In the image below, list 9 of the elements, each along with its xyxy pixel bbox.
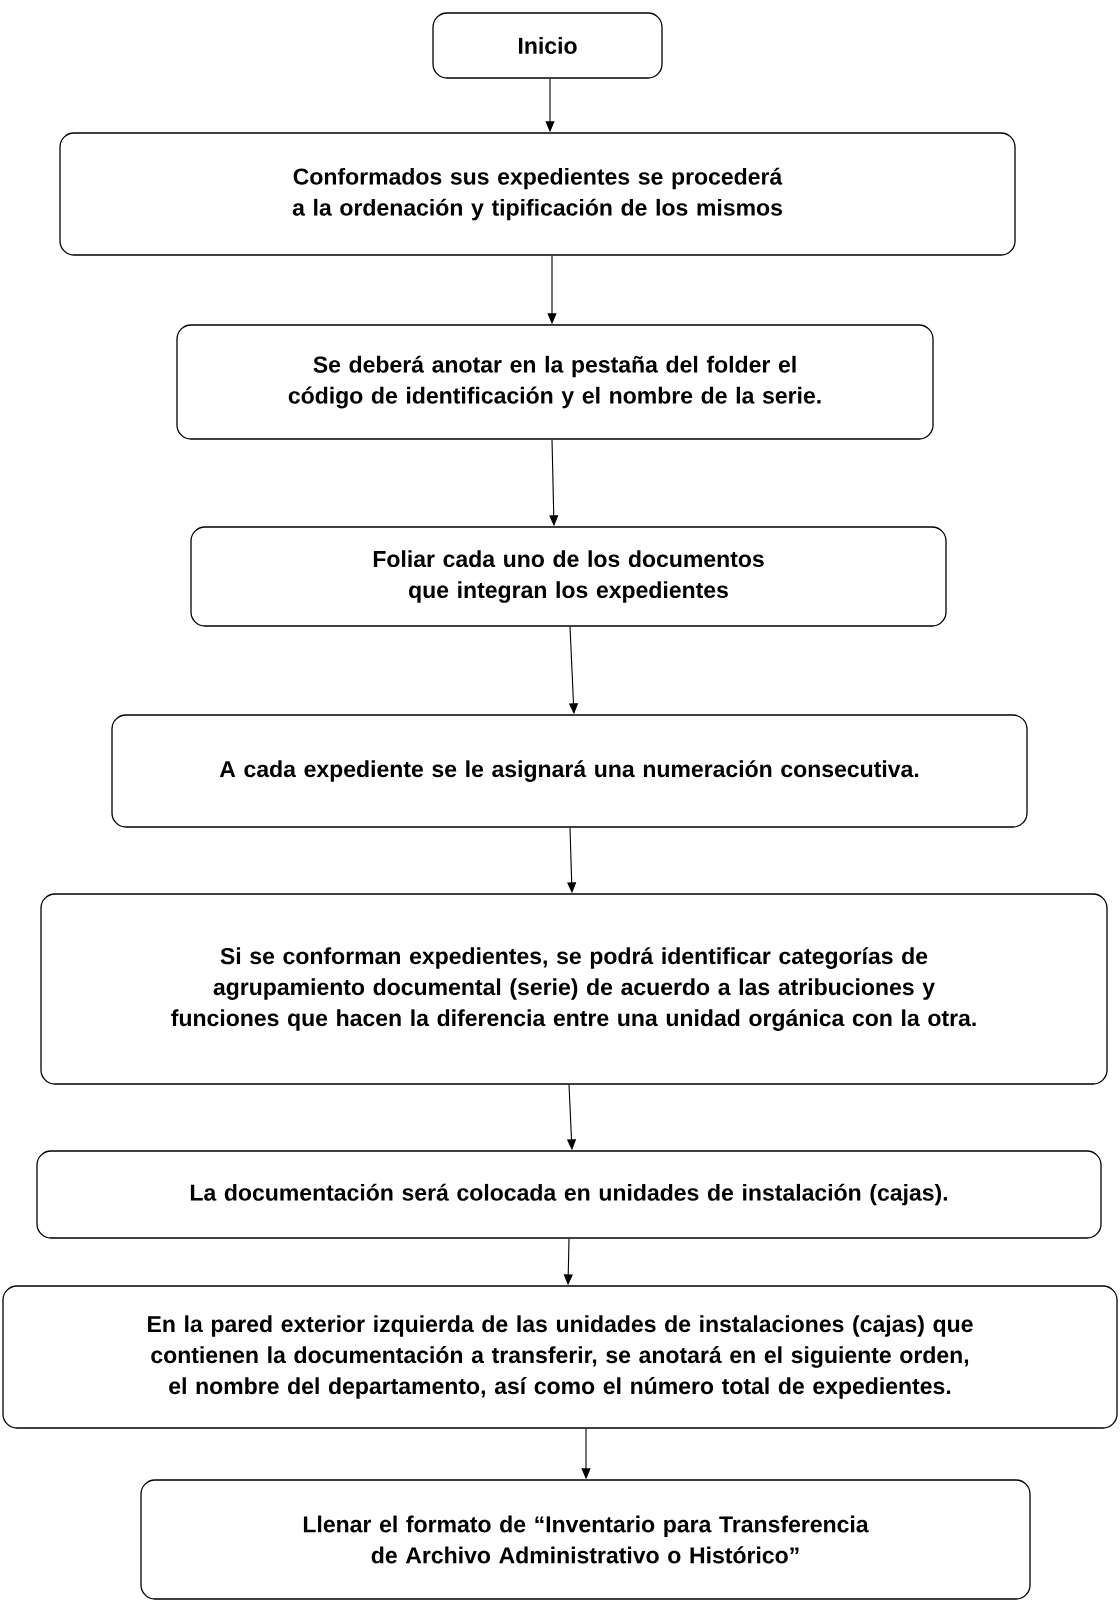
process-box: Llenar el formato de “Inventario para Transferencia de Archivo Administrativo o Histórico” <box>140 1479 1031 1600</box>
process-box: Conformados sus expedientes se procederá a la ordenación y tipificación de los mismos <box>59 132 1016 256</box>
process-box: La documentación será colocada en unidades de instalación (cajas). <box>36 1150 1102 1239</box>
process-box: A cada expediente se le asignará una numeración consecutiva. <box>111 714 1028 828</box>
process-box: Se deberá anotar en la pestaña del folder el código de identificación y el nombre de la serie. <box>176 324 934 440</box>
process-box: Inicio <box>432 12 663 79</box>
process-box: Foliar cada uno de los documentos que integran los expedientes <box>190 526 947 627</box>
process-box: Si se conforman expedientes, se podrá identificar categorías de agrupamiento documental (serie) de acuerdo a las atribuciones y funciones que hacen la diferencia entre una unidad orgánica con la otra. <box>40 893 1108 1085</box>
process-box: En la pared exterior izquierda de las unidades de instalaciones (cajas) que contienen la documentación a transferir, se anotará en el siguiente orden, el nombre del departamento, así como el número total de expedientes. <box>2 1285 1118 1429</box>
